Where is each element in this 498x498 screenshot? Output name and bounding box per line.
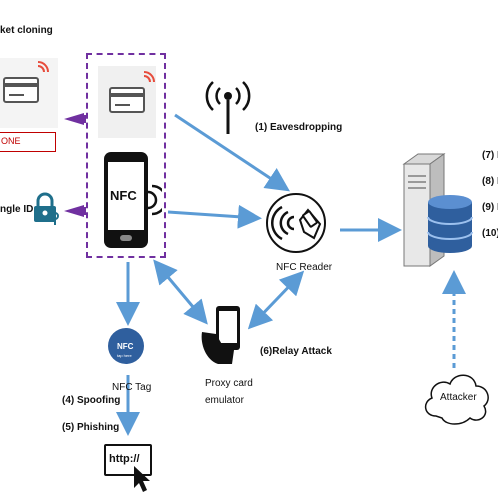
right-list-item-7: (7) D [482,150,498,161]
cursor-icon [134,466,150,492]
card-panel [98,66,156,138]
nfc-tag-sub: tap here [117,353,132,358]
lock-key-icon [34,192,59,225]
contactless-card-icon [109,71,155,113]
phishing-label: (5) Phishing [62,422,120,433]
attacker-label: Attacker [440,392,477,403]
proxy-phone-hand-icon [201,306,240,364]
nfc-tag-label: NFC Tag [112,382,152,393]
single-id-label: ngle ID [0,204,34,215]
right-list-item-10: (10) D [482,228,498,239]
credit-card-icon [3,61,49,103]
server-database-icon [402,153,473,267]
proxy-card-label-1: Proxy card [205,378,253,389]
nfc-wave-icon [147,184,162,216]
nfc-tag-logo: NFC [117,342,134,351]
cloned-card-panel [0,58,58,128]
right-list-item-9: (9) D [482,202,498,213]
nfc-phone: NFC [104,152,148,248]
database-cylinder [427,195,473,253]
arrow-phone-to-proxy [153,259,208,325]
spoofing-label: (4) Spoofing [62,395,121,406]
nfc-phone-label: NFC [110,188,137,203]
antenna-icon [205,81,251,134]
url-text: http:// [109,453,140,465]
nfc-tag-icon: NFC tap here [108,328,144,364]
ticket-cloning-label: ket cloning [0,25,53,36]
attacker-cloud-icon [424,374,489,425]
url-bar: http:// [104,444,152,476]
proxy-card-label-2: emulator [205,395,244,406]
nfc-reader-label: NFC Reader [276,262,333,273]
nfc-reader-icon [266,193,326,253]
arrow-phone-to-reader [167,204,262,229]
arrow-reader-to-proxy [247,270,305,330]
relay-attack-label: (6)Relay Attack [260,346,332,357]
clone-box: ONE [0,132,56,152]
eavesdropping-label: (1) Eavesdropping [255,122,343,133]
right-list-item-8: (8) D [482,176,498,187]
arrow-card-to-reader [174,113,290,192]
clone-box-label: ONE [1,136,21,146]
